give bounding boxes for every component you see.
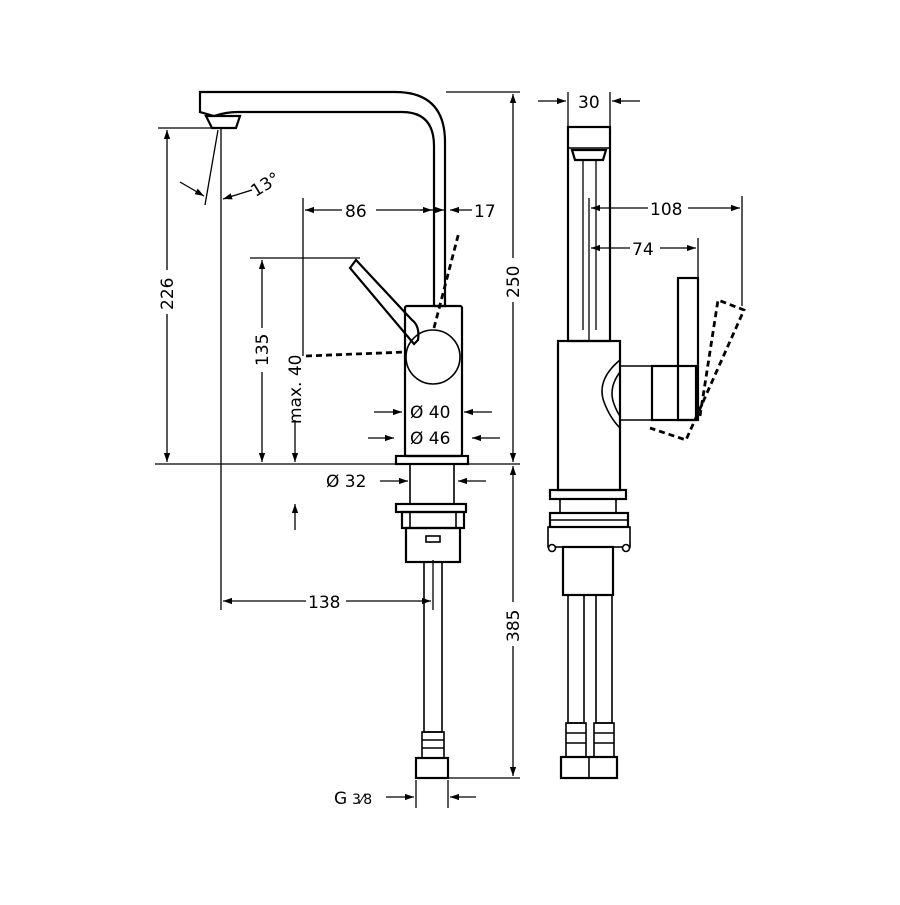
- nut: [400, 510, 466, 530]
- dim-17: 17: [474, 202, 496, 222]
- side-hose-left: [567, 594, 585, 724]
- lever-handle: [348, 258, 420, 346]
- aerator: [204, 114, 242, 130]
- side-view: [547, 125, 746, 780]
- lever-max-position: [305, 350, 407, 358]
- dim-diameter-40: Ø 40: [410, 403, 450, 423]
- base-ring: [394, 454, 470, 466]
- dim-diameter-46: Ø 46: [410, 429, 450, 449]
- side-lever-handle: [676, 276, 700, 422]
- side-hose-right: [595, 594, 613, 724]
- dim-30: 30: [578, 93, 600, 113]
- thread-label-fraction: 3⁄8: [352, 792, 372, 808]
- washer: [394, 502, 468, 514]
- dim-385: 385: [504, 610, 524, 642]
- lever-open-position: [432, 231, 461, 329]
- dim-diameter-32: Ø 32: [326, 472, 366, 492]
- fixing-block: [404, 526, 462, 564]
- dim-74: 74: [632, 240, 654, 260]
- lever-hub: [405, 329, 461, 385]
- dim-max-40: max. 40: [286, 355, 306, 424]
- spout: [198, 90, 447, 308]
- front-view: [198, 90, 470, 780]
- front-dimensions: [155, 91, 520, 808]
- thread-label-g: G: [334, 789, 347, 809]
- dim-250: 250: [504, 266, 524, 298]
- hose-nut: [414, 756, 450, 780]
- shank: [409, 463, 455, 505]
- side-lever-dashed: [649, 298, 746, 442]
- dim-138: 138: [308, 593, 340, 613]
- dim-13-degrees: 13°: [248, 169, 284, 202]
- dim-135: 135: [253, 334, 273, 366]
- dim-226: 226: [158, 278, 178, 310]
- side-base-ring: [548, 488, 628, 501]
- side-lever-block: [650, 364, 698, 422]
- dim-86: 86: [345, 202, 367, 222]
- dim-108: 108: [650, 200, 682, 220]
- side-fixing-block: [561, 545, 615, 597]
